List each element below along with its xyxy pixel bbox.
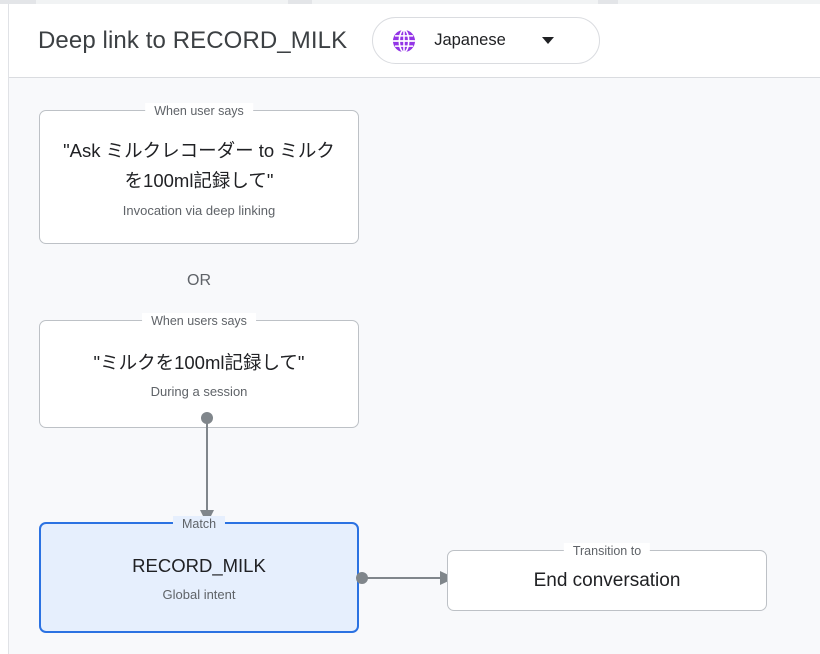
chrome-sliver-segment	[0, 0, 36, 4]
page-title: Deep link to RECORD_MILK	[38, 26, 348, 54]
chrome-sliver-segment	[598, 0, 618, 4]
chrome-sliver-segment	[288, 0, 312, 4]
node-subtitle: Invocation via deep linking	[122, 202, 276, 218]
language-select-value: Japanese	[434, 31, 506, 49]
chevron-down-icon[interactable]	[541, 37, 554, 44]
node-subtitle: During a session	[150, 383, 248, 399]
node-when-users-says-session[interactable]: When users says "ミルクを100ml記録して" During a…	[39, 313, 359, 428]
connector-match-to-transition	[356, 571, 455, 585]
flow-canvas[interactable]: When user says "Ask ミルクレコーダー to ミルクを100m…	[9, 78, 820, 654]
node-transition-end-conversation[interactable]: Transition to End conversation	[447, 543, 767, 611]
globe-icon	[393, 28, 416, 53]
language-select[interactable]: Japanese	[372, 17, 601, 64]
node-match-record-milk[interactable]: Match RECORD_MILK Global intent	[39, 516, 359, 633]
node-title: RECORD_MILK	[132, 555, 266, 576]
node-when-user-says-deeplink[interactable]: When user says "Ask ミルクレコーダー to ミルクを100m…	[39, 103, 359, 244]
node-legend: Transition to	[563, 543, 651, 559]
or-separator-label: OR	[187, 272, 211, 289]
node-legend: When users says	[142, 313, 256, 329]
deep-link-panel: Deep link to RECORD_MILK Japanese When u…	[8, 4, 820, 654]
panel-header: Deep link to RECORD_MILK Japanese	[9, 4, 820, 78]
connector-session-to-match	[200, 412, 214, 524]
node-legend: When user says	[145, 103, 253, 119]
node-title: "ミルクを100ml記録して"	[93, 351, 305, 373]
node-subtitle: Global intent	[162, 587, 236, 602]
node-title: End conversation	[533, 569, 681, 591]
node-title: "Ask ミルクレコーダー to ミルクを100ml記録して"	[63, 139, 335, 191]
top-chrome-sliver	[0, 0, 820, 4]
node-legend: Match	[172, 516, 226, 532]
